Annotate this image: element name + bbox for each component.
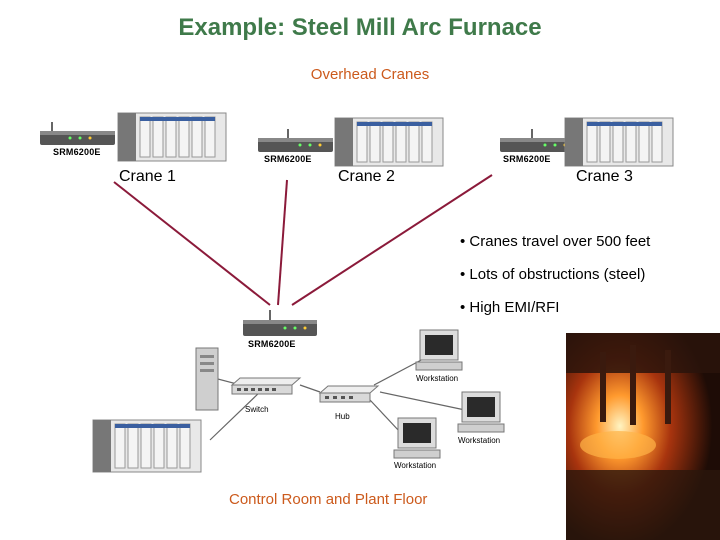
workstation-1-icon [415, 329, 463, 371]
crane2-plc-rack-icon [334, 117, 444, 167]
crane3-plc-rack-icon [564, 117, 674, 167]
base-radio-icon [243, 310, 317, 336]
server-icon [195, 347, 219, 411]
crane3-radio-icon [500, 129, 575, 152]
crane3-device-label: SRM6200E [503, 154, 551, 164]
crane1-plc-rack-icon [117, 112, 227, 162]
hub-label: Hub [335, 412, 350, 421]
slide-title: Example: Steel Mill Arc Furnace [178, 14, 542, 41]
switch-label: Switch [245, 405, 269, 414]
link-crane2 [277, 179, 288, 306]
link-crane1 [113, 181, 271, 306]
workstation-3-icon [393, 417, 441, 459]
crane2-device-label: SRM6200E [264, 154, 312, 164]
arc-furnace-photo [566, 333, 720, 540]
bullet-obstructions: • Lots of obstructions (steel) [460, 266, 646, 283]
crane1-label: Crane 1 [119, 168, 176, 185]
overhead-cranes-heading: Overhead Cranes [310, 66, 430, 83]
crane1-device-label: SRM6200E [53, 147, 101, 157]
workstation-2-label: Workstation [458, 436, 501, 445]
bullet-distance: • Cranes travel over 500 feet [460, 233, 651, 250]
base-device-label: SRM6200E [248, 339, 296, 349]
control-room-caption: Control Room and Plant Floor [229, 491, 428, 508]
crane2-radio-icon [258, 129, 333, 152]
workstation-3-label: Workstation [394, 461, 437, 470]
plant-floor-plc-rack-icon [92, 419, 202, 473]
bullet-emi: • High EMI/RFI [460, 299, 560, 316]
link-crane3 [291, 174, 493, 306]
workstation-1-label: Workstation [416, 374, 459, 383]
crane2-label: Crane 2 [338, 168, 395, 185]
hub-icon [318, 385, 380, 403]
crane3-label: Crane 3 [576, 168, 633, 185]
crane1-radio-icon [40, 122, 115, 145]
workstation-2-icon [457, 391, 505, 433]
switch-icon [230, 377, 302, 395]
